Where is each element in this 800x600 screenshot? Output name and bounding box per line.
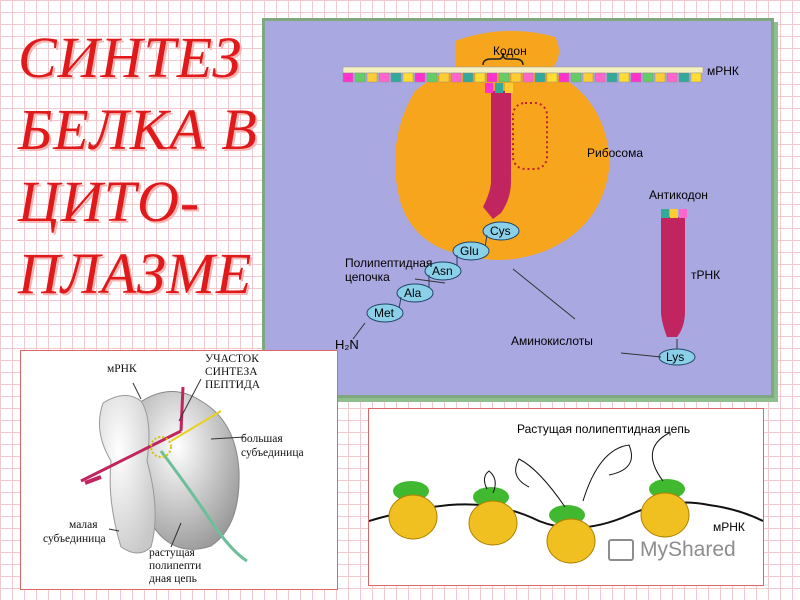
slide-title: СИНТЕЗ БЕЛКА В ЦИТО- ПЛАЗМЕ [18,22,248,310]
polypeptide-label: Полипептидная [345,256,432,270]
growing-chain-label: полипепти [149,560,201,573]
n-terminus-label: H₂N [335,337,359,352]
synthesis-site-label: УЧАСТОК [205,353,259,366]
anticodon-label: Антикодон [649,188,708,202]
large-subunit-label: большая [241,433,283,446]
polypeptide-label: цепочка [345,270,390,284]
title-line: ЦИТО- [18,166,248,238]
title-line: СИНТЕЗ [18,22,248,94]
amino-acid-label: Ala [404,286,422,300]
synthesis-site-label: ПЕПТИДА [205,379,260,392]
mrna-label: мРНК [713,520,745,534]
codon-label: Кодон [493,44,527,58]
ribosome-2 [469,487,517,545]
watermark-text: MyShared [640,538,736,561]
small-subunit-label: субъединица [43,533,106,546]
amino-acid-label: Met [374,306,395,320]
ribosome-label: Рибосома [587,146,643,160]
translation-svg: Кодон мРНК Рибосома Антикодон тРНК Lys C… [265,21,771,395]
synthesis-site-label: СИНТЕЗА [205,366,258,379]
mrna-label: мРНК [107,363,137,376]
large-subunit-label: субъединица [241,447,304,460]
small-subunit-label: малая [69,519,98,532]
growing-chain-label: дная цепь [149,573,197,586]
translation-diagram: Кодон мРНК Рибосома Антикодон тРНК Lys C… [262,18,774,398]
amino-acid-label: Glu [460,244,479,258]
mrna-strand [343,67,703,82]
growing-chain-label: Растущая полипептидная цепь [517,422,690,436]
amino-acid-label: Asn [432,264,453,278]
amino-acids-label: Аминокислоты [511,334,593,348]
ribosome-4 [641,479,689,537]
trna-free [661,217,685,337]
title-line: БЕЛКА В [18,94,248,166]
presentation-icon [608,539,634,561]
ribosome-1 [389,481,437,539]
ribosome-3 [547,505,595,563]
ribosome-3d-diagram: мРНК УЧАСТОК СИНТЕЗА ПЕПТИДА большая суб… [20,350,338,590]
mrna-label: мРНК [707,64,739,78]
trna-label: тРНК [691,268,720,282]
small-subunit-shape [99,395,155,553]
lys-label: Lys [666,350,684,364]
watermark: MyShared [608,538,736,562]
growing-chain-label: растущая [149,547,195,560]
title-line: ПЛАЗМЕ [18,238,248,310]
amino-acid-label: Cys [490,224,511,238]
